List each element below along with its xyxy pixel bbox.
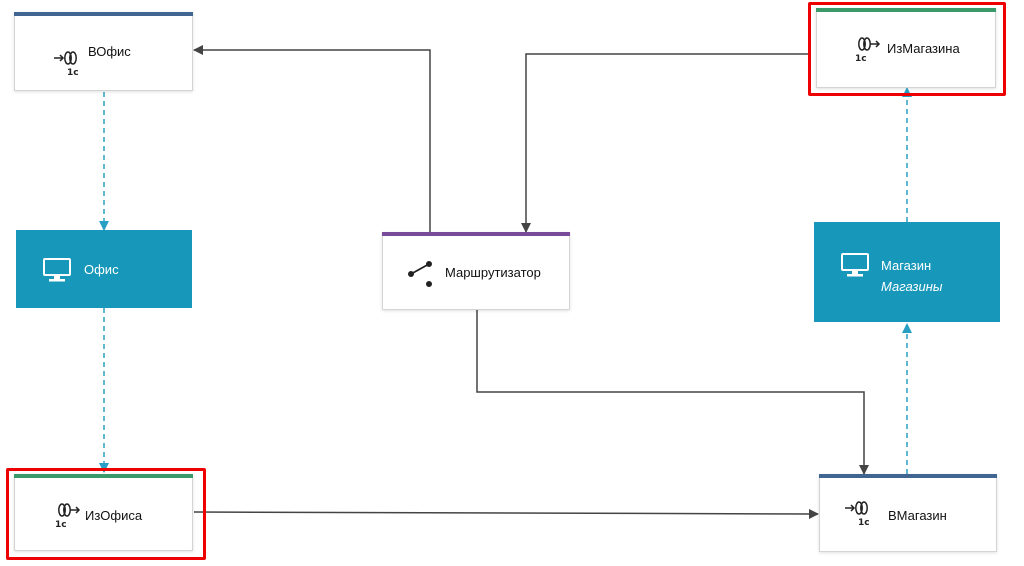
arrow-router-to-vofis xyxy=(193,45,431,232)
1c-channel-out-icon: 1c xyxy=(55,503,81,529)
1c-channel-in-icon: 1c xyxy=(845,501,870,527)
router-icon xyxy=(408,261,432,287)
node-label: Маршрутизатор xyxy=(445,265,541,280)
arrow-izmagazina-to-router xyxy=(521,53,810,233)
channel-out-bar xyxy=(14,12,193,16)
svg-text:1c: 1c xyxy=(67,68,79,77)
arrow-izofisa-to-vmagazin xyxy=(193,508,819,519)
node-label: ВОфис xyxy=(88,44,131,59)
node-label: ИзМагазина xyxy=(887,41,960,56)
node-label: ИзОфиса xyxy=(85,508,143,523)
svg-text:1c: 1c xyxy=(55,520,67,529)
node-vmagazin[interactable]: 1c ВМагазин xyxy=(819,474,997,552)
highlight-izmagazina xyxy=(808,2,1006,96)
node-label: ВМагазин xyxy=(888,508,947,523)
node-vofis[interactable]: 1c ВОфис xyxy=(14,12,193,91)
node-ofis[interactable]: Офис xyxy=(16,230,192,308)
monitor-icon xyxy=(841,253,869,277)
node-magazin[interactable]: Магазин Магазины xyxy=(814,222,1000,322)
router-bar xyxy=(382,232,570,236)
1c-channel-in-icon: 1c xyxy=(54,51,79,77)
node-izofisa[interactable]: 1c ИзОфиса xyxy=(14,474,193,551)
channel-out-bar xyxy=(819,474,997,478)
arrow-router-to-vmagazin xyxy=(476,310,869,475)
channel-in-bar xyxy=(14,474,193,478)
node-router[interactable]: Маршрутизатор xyxy=(382,232,570,310)
node-label: Офис xyxy=(84,262,119,277)
monitor-icon xyxy=(43,258,71,282)
node-izmagazina[interactable]: 1c ИзМагазина xyxy=(816,8,996,88)
node-label: Магазин xyxy=(881,258,932,273)
channel-in-bar xyxy=(816,8,996,12)
svg-text:1c: 1c xyxy=(855,54,867,63)
highlight-izofisa xyxy=(6,468,206,560)
svg-text:1c: 1c xyxy=(858,518,870,527)
1c-channel-out-icon: 1c xyxy=(855,37,881,63)
node-sublabel: Магазины xyxy=(881,279,943,294)
